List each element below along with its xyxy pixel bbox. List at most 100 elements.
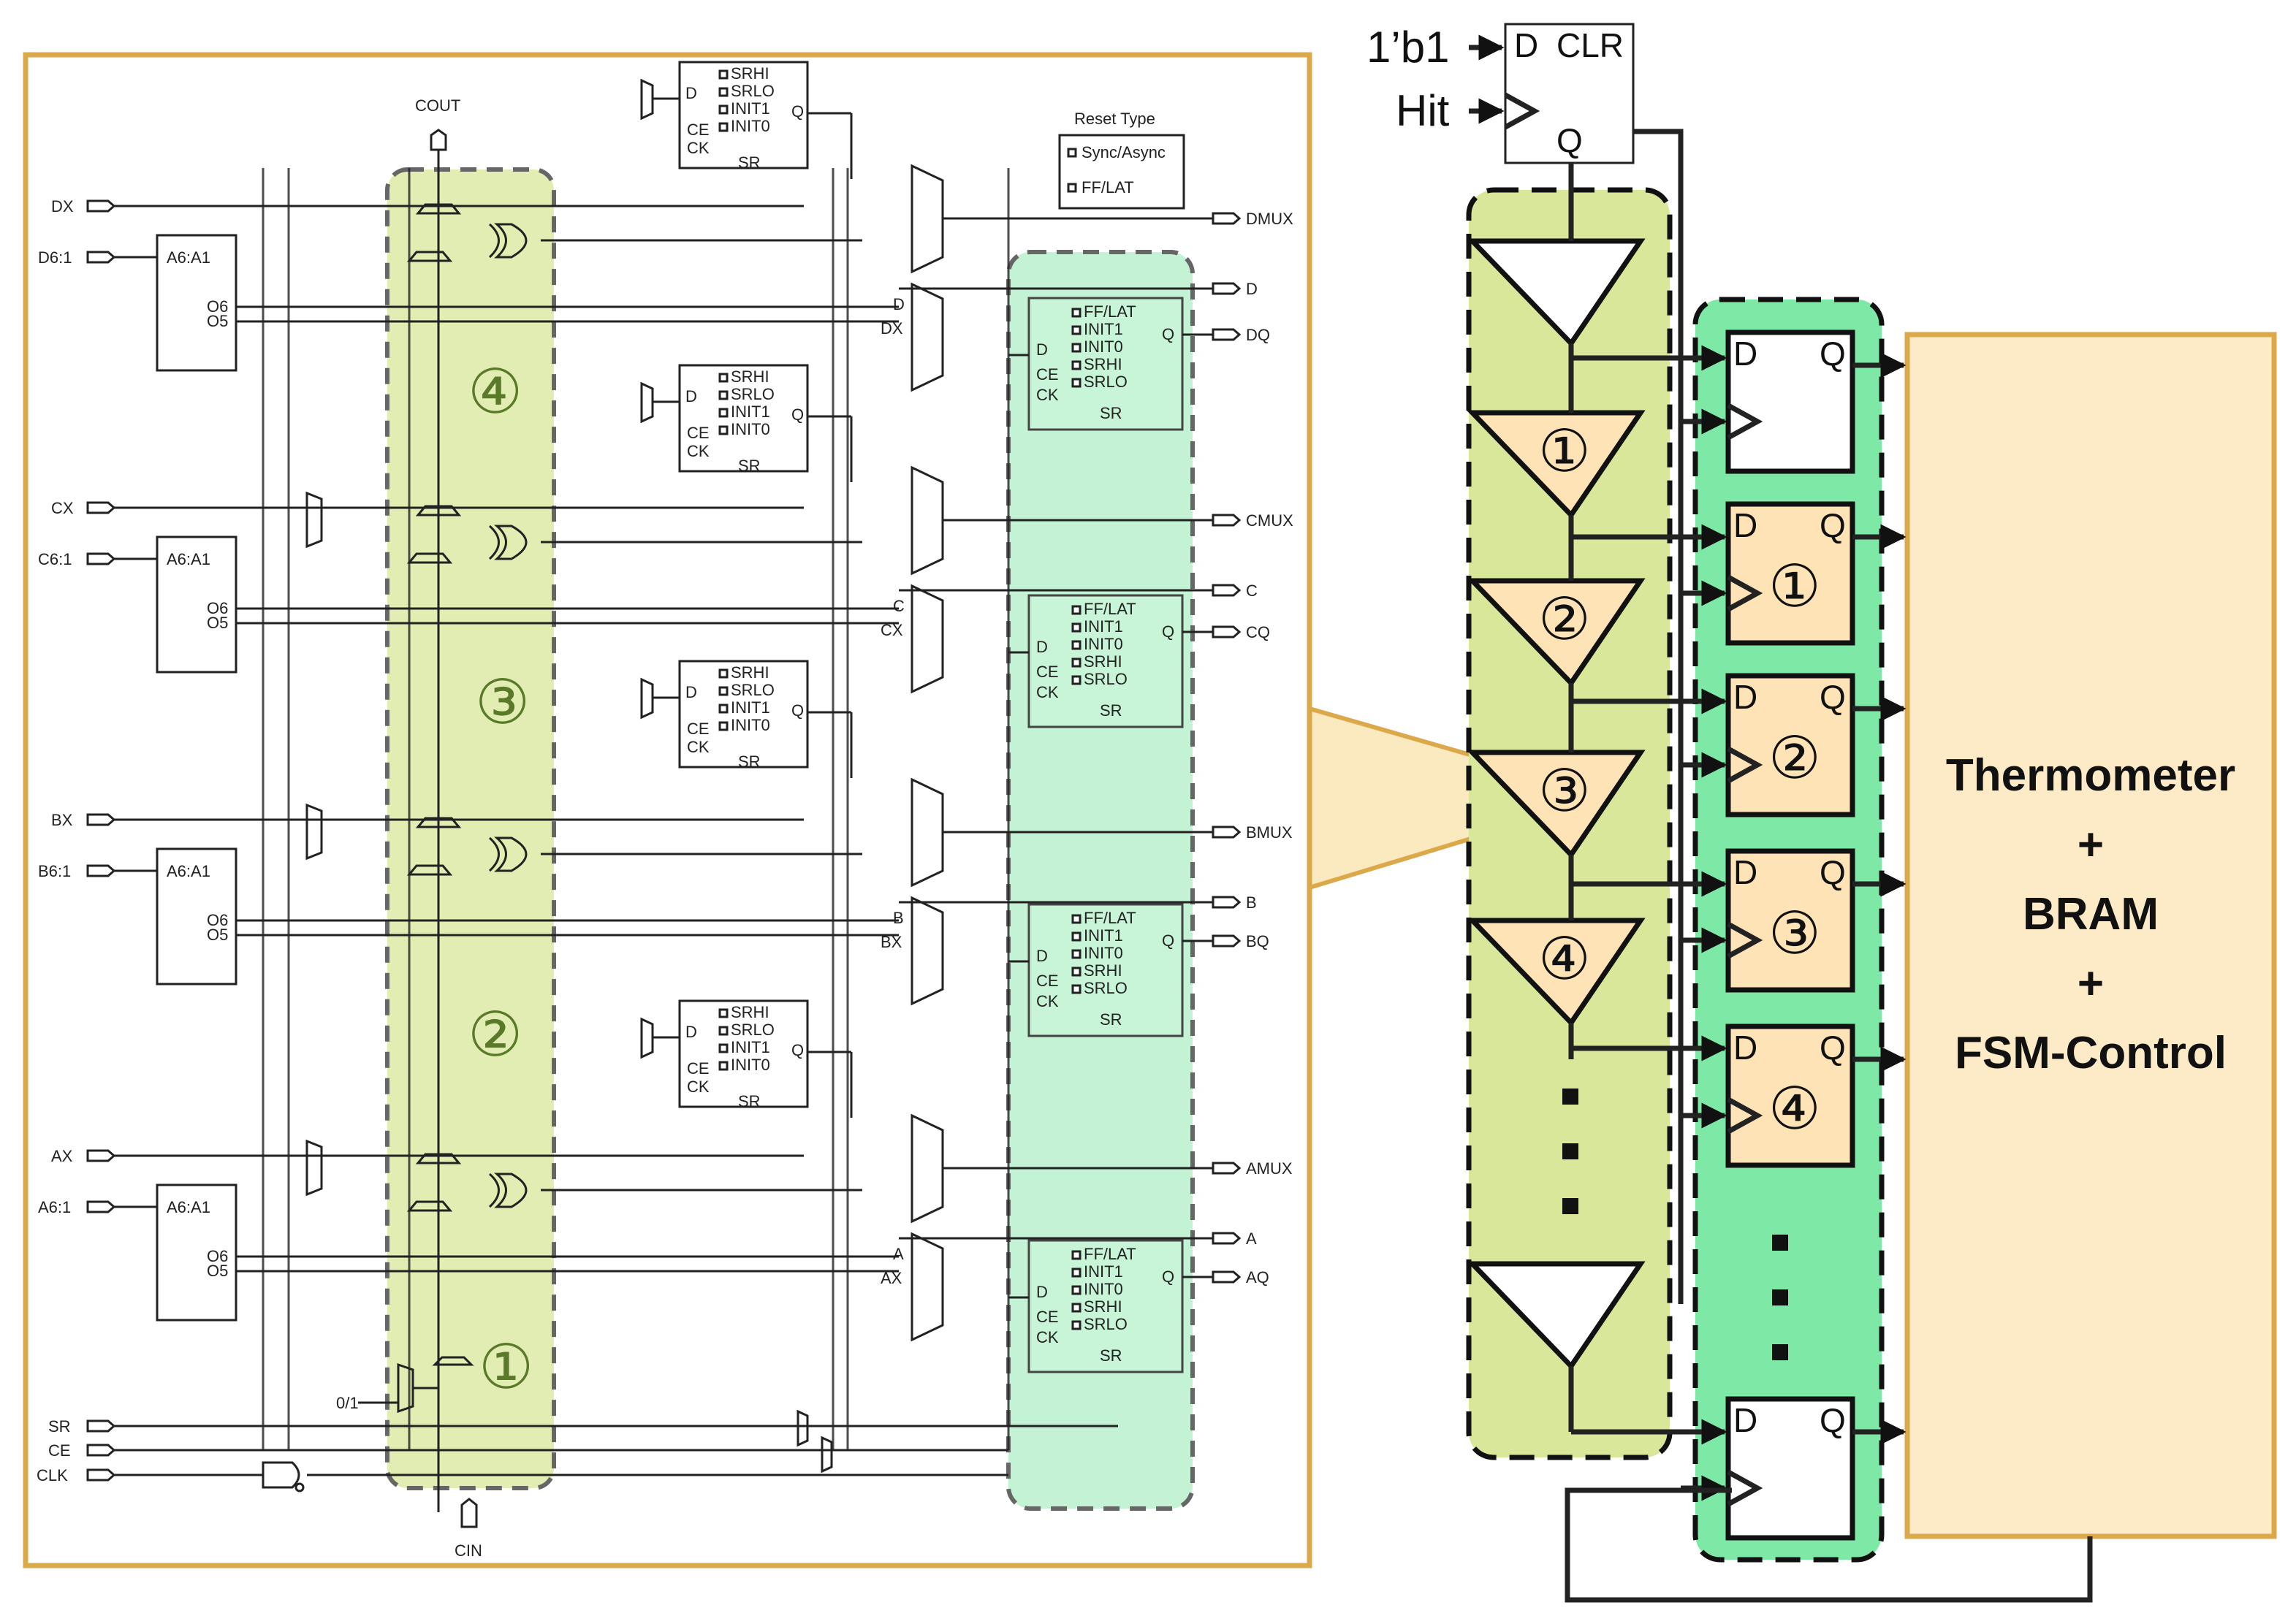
small-ff-ck: CK <box>687 442 710 460</box>
ff-input-mux <box>640 677 654 720</box>
small-ff-ck: CK <box>687 1078 710 1096</box>
x-input-label: BX <box>51 811 73 829</box>
processing-box <box>1904 332 2277 1539</box>
storage-ff-sr: SR <box>1100 404 1122 422</box>
ellipsis-dot <box>1562 1143 1578 1159</box>
lut-o6-label: O6 <box>207 1247 228 1265</box>
ff-d-mux <box>911 1232 944 1342</box>
lut-o5-label: O5 <box>207 1262 228 1280</box>
clear-line <box>1633 129 1684 1304</box>
small-ff-ce: CE <box>687 720 710 738</box>
storage-ff-sr: SR <box>1100 1346 1122 1365</box>
top-ff-d: D <box>1514 26 1538 64</box>
top-ff-clr: CLR <box>1556 26 1624 64</box>
storage-ff-opt: INIT1 <box>1084 617 1123 636</box>
carry-stage-1: ① <box>479 1331 533 1403</box>
sample-ff-d: D <box>1733 1401 1757 1439</box>
small-ff <box>678 999 809 1108</box>
storage-ff-ck: CK <box>1036 1328 1059 1346</box>
x-input-label: AX <box>51 1147 73 1165</box>
sample-ff-q: Q <box>1820 506 1846 544</box>
output-mux <box>911 1113 944 1224</box>
storage-ff-q: Q <box>1162 931 1174 950</box>
small-ff-opt: INIT0 <box>731 716 770 734</box>
ellipsis-dot <box>1772 1235 1788 1251</box>
output-mux <box>911 164 944 274</box>
storage-ff-opt: INIT1 <box>1084 1262 1123 1281</box>
x-input-port <box>86 501 116 514</box>
x-input-port <box>86 199 116 213</box>
small-ff-ce: CE <box>687 121 710 139</box>
output-label-q: DQ <box>1246 326 1270 344</box>
small-ff-opt: SRLO <box>731 681 775 699</box>
small-ff-ce: CE <box>687 424 710 442</box>
storage-ff-ce: CE <box>1036 1308 1059 1326</box>
output-mux <box>911 777 944 888</box>
storage-ff-opt: INIT0 <box>1084 635 1123 653</box>
output-port <box>1212 282 1242 295</box>
lut-o6-label: O6 <box>207 599 228 617</box>
lut-input-port <box>86 864 116 877</box>
cin-port <box>460 1498 478 1528</box>
reset-type-opt1: Sync/Async <box>1082 143 1166 161</box>
reset-type-box <box>1058 134 1185 210</box>
carry-stage-3: ③ <box>475 666 530 738</box>
ce-label: CE <box>48 1441 71 1460</box>
carry-chain-region <box>385 167 556 1490</box>
output-label-mux: BMUX <box>1246 823 1293 842</box>
storage-ff-opt: SRLO <box>1084 373 1128 391</box>
sample-ff-q: Q <box>1820 853 1846 891</box>
processing-box-line: + <box>2078 820 2104 870</box>
small-ff-opt: INIT1 <box>731 403 770 421</box>
output-label-mux: AMUX <box>1246 1159 1293 1178</box>
xor-gate <box>494 836 528 872</box>
lut-input-label: B6:1 <box>38 862 71 880</box>
storage-ff-opt: FF/LAT <box>1084 302 1136 321</box>
output-label-mux: DMUX <box>1246 210 1293 228</box>
carry-stage-4: ④ <box>468 356 522 427</box>
ff-input-mux <box>640 78 654 121</box>
delay-buffer-label: ① <box>1538 417 1591 485</box>
small-ff-opt: INIT0 <box>731 1056 770 1074</box>
hit-flipflop <box>1504 23 1635 164</box>
mux-select-label: D <box>893 295 905 313</box>
processing-box-line: Thermometer <box>1946 750 2235 801</box>
input-hit-label: Hit <box>1396 86 1450 135</box>
small-ff-opt: INIT0 <box>731 420 770 438</box>
input-1b1-label: 1’b1 <box>1366 23 1449 72</box>
lut-input-label: A6:1 <box>38 1198 71 1216</box>
storage-ff <box>1027 594 1184 728</box>
ellipsis-dot <box>1562 1089 1578 1105</box>
sample-ff-box <box>1725 501 1855 646</box>
feedback-line <box>1565 1487 2093 1603</box>
small-ff-sr: SR <box>738 457 761 475</box>
mux-select-label: A <box>893 1245 904 1263</box>
storage-ff-ck: CK <box>1036 386 1059 404</box>
lut-input-label: C6:1 <box>38 550 72 568</box>
output-port <box>1212 826 1242 839</box>
xor-gate <box>494 1173 528 1208</box>
storage-ff-q: Q <box>1162 1267 1174 1286</box>
storage-ff-ce: CE <box>1036 972 1059 990</box>
storage-ff-opt: SRHI <box>1084 1297 1122 1316</box>
storage-ff-d: D <box>1036 340 1048 359</box>
small-ff-q: Q <box>791 405 804 424</box>
output-label-o: D <box>1246 280 1258 298</box>
storage-ff-opt: INIT1 <box>1084 926 1123 945</box>
tdc-chain-panel: D CLR Q 1’b1 Hit Thermometer+BRAM+FSM-Co… <box>1366 23 2277 1603</box>
storage-ff-sr: SR <box>1100 701 1122 720</box>
small-ff-ck: CK <box>687 738 710 756</box>
sample-ff-d: D <box>1733 506 1757 544</box>
sample-ff-d: D <box>1733 335 1757 373</box>
storage-ff-q: Q <box>1162 325 1174 343</box>
carry-and <box>406 864 453 876</box>
storage-ff-sr: SR <box>1100 1010 1122 1029</box>
x-input-label: DX <box>51 197 74 216</box>
sample-ff-q: Q <box>1820 1401 1846 1439</box>
mux-x-label: AX <box>881 1269 902 1287</box>
